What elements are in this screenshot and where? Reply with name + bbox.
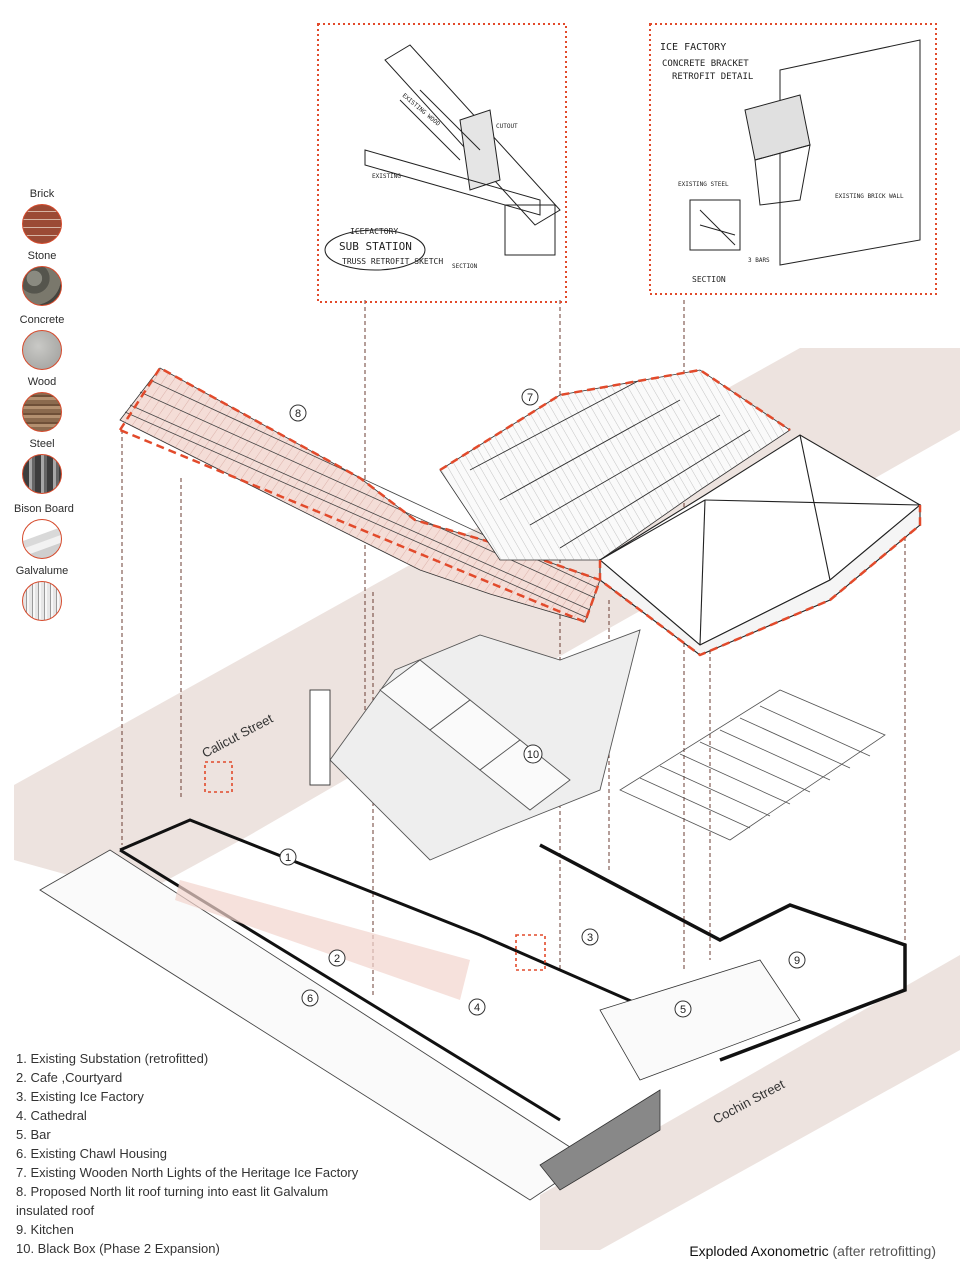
key-item: 10. Black Box (Phase 2 Expansion) <box>16 1241 220 1256</box>
drawing-caption: Exploded Axonometric (after retrofitting… <box>689 1243 936 1259</box>
svg-text:6: 6 <box>307 993 313 1005</box>
key-item: 7. Existing Wooden North Lights of the H… <box>16 1165 359 1180</box>
svg-text:1: 1 <box>285 852 291 864</box>
stone-texture-icon <box>22 266 62 306</box>
zone-marker-10: 10 <box>523 744 543 764</box>
key-item: 4. Cathedral <box>16 1108 87 1123</box>
legend-label-concrete: Concrete <box>19 314 65 326</box>
substation-sketch-title: SUB STATION <box>339 240 412 253</box>
legend-label-brick: Brick <box>29 188 55 200</box>
legend-item-stone: Stone <box>14 250 70 306</box>
ice-factory-sketch-subtitle-1: CONCRETE BRACKET <box>662 59 749 69</box>
wood-texture-icon <box>22 392 62 432</box>
board-stack-icon <box>22 519 62 559</box>
substation-note-4: SECTION <box>452 263 478 270</box>
brick-texture-icon <box>22 204 62 244</box>
key-item: 5. Bar <box>16 1127 51 1142</box>
svg-text:3: 3 <box>587 932 593 944</box>
ice-factory-note-2: EXISTING STEEL <box>678 181 729 188</box>
svg-text:7: 7 <box>527 392 533 404</box>
legend-label-galvalume: Galvalume <box>15 565 69 577</box>
svg-text:5: 5 <box>680 1004 686 1016</box>
legend-label-stone: Stone <box>27 250 57 262</box>
key-item: insulated roof <box>16 1203 95 1218</box>
zone-marker-5: 5 <box>674 1000 692 1018</box>
ice-factory-hip-roofs <box>598 434 922 657</box>
legend-item-bison-board: Bison Board <box>14 503 74 559</box>
zone-marker-2: 2 <box>328 949 346 967</box>
zone-marker-3: 3 <box>581 928 599 946</box>
ice-factory-note-3: 3 BARS <box>748 257 770 264</box>
substation-note-3: CUTOUT <box>496 123 518 130</box>
concrete-texture-icon <box>22 330 62 370</box>
zone-marker-1: 1 <box>279 848 297 866</box>
substation-sketch-tag: ICEFACTORY <box>350 227 398 236</box>
ice-factory-bracket-sketch <box>689 39 921 266</box>
substation-sketch-box <box>317 23 567 303</box>
svg-text:2: 2 <box>334 953 340 965</box>
svg-text:8: 8 <box>295 408 301 420</box>
substation-note-2: EXISTING <box>372 173 401 180</box>
steel-sections-icon <box>22 454 62 494</box>
ice-factory-sketch-section: SECTION <box>692 275 726 284</box>
key-item: 1. Existing Substation (retrofitted) <box>16 1051 209 1066</box>
svg-text:4: 4 <box>474 1002 480 1014</box>
existing-wooden-north-lights <box>439 368 791 561</box>
cochin-street-band <box>540 955 960 1250</box>
zone-marker-9: 9 <box>788 951 806 969</box>
key-item: 8. Proposed North lit roof turning into … <box>16 1184 329 1199</box>
black-box-building <box>309 629 641 861</box>
svg-text:10: 10 <box>527 749 539 761</box>
svg-text:9: 9 <box>794 955 800 967</box>
legend-item-galvalume: Galvalume <box>14 565 70 621</box>
substation-sketch-subtitle: TRUSS RETROFIT SKETCH <box>342 257 443 266</box>
zone-marker-8: 8 <box>289 404 307 422</box>
ice-factory-sketch-subtitle-2: RETROFIT DETAIL <box>672 72 753 82</box>
zone-marker-4: 4 <box>468 998 486 1016</box>
callout-marker-roof <box>204 761 233 793</box>
ice-factory-note-1: EXISTING BRICK WALL <box>835 193 904 200</box>
legend-item-steel: Steel <box>14 438 70 494</box>
proposed-north-lit-roof <box>118 366 602 624</box>
key-item: 2. Cafe ,Courtyard <box>16 1070 123 1085</box>
key-item: 9. Kitchen <box>16 1222 74 1237</box>
truss-grid <box>619 689 886 841</box>
legend-item-concrete: Concrete <box>14 314 70 370</box>
zone-key-list: 1. Existing Substation (retrofitted) 2. … <box>16 1049 358 1258</box>
ground-floor-plan <box>39 818 907 1201</box>
legend-item-brick: Brick <box>14 188 70 244</box>
ice-factory-sketch-box <box>649 23 937 295</box>
caption-sub: (after retrofitting) <box>832 1243 936 1259</box>
substation-truss-sketch <box>364 44 561 256</box>
corrugated-sheet-icon <box>22 581 62 621</box>
legend-label-bison-board: Bison Board <box>14 503 74 515</box>
zone-marker-6: 6 <box>301 989 319 1007</box>
substation-note-1: EXISTING WOOD <box>401 92 442 128</box>
key-item: 6. Existing Chawl Housing <box>16 1146 168 1161</box>
key-item: 3. Existing Ice Factory <box>16 1089 144 1104</box>
ice-factory-sketch-title: ICE FACTORY <box>660 42 726 53</box>
callout-marker-plan <box>515 934 546 971</box>
zone-marker-7: 7 <box>521 388 539 406</box>
caption-main: Exploded Axonometric <box>689 1243 829 1259</box>
legend-item-wood: Wood <box>14 376 70 432</box>
legend-label-steel: Steel <box>29 438 55 450</box>
legend-label-wood: Wood <box>27 376 57 388</box>
